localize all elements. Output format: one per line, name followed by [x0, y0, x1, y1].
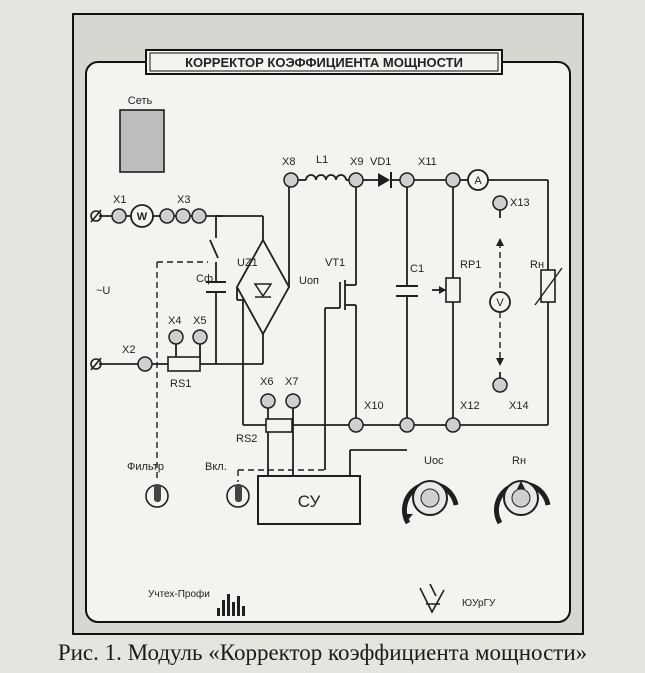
terminal-x11b	[445, 172, 461, 188]
terminal-x4	[168, 329, 184, 345]
rs2-resistor	[265, 418, 293, 433]
figure-caption: Рис. 1. Модуль «Корректор коэффициента м…	[57, 640, 588, 665]
terminal-x3-a	[175, 208, 191, 224]
svg-text:Uоп: Uоп	[299, 275, 319, 287]
terminal-x13	[492, 195, 508, 211]
svg-text:RS1: RS1	[170, 378, 191, 390]
brand-left-label: Учтех-Профи	[148, 588, 210, 600]
cf-capacitor	[206, 281, 226, 293]
svg-text:Uос: Uос	[424, 455, 444, 467]
panel-title: КОРРЕКТОР КОЭФФИЦИЕНТА МОЩНОСТИ	[185, 55, 463, 70]
svg-text:V: V	[496, 297, 504, 309]
rn-knob[interactable]	[494, 480, 551, 525]
rp1-resistor	[445, 277, 461, 303]
svg-text:RS2: RS2	[236, 433, 257, 445]
svg-text:X13: X13	[510, 197, 530, 209]
terminal-sockets[interactable]	[111, 172, 508, 433]
net-label: Сеть	[128, 95, 153, 107]
terminal-x1-b	[159, 208, 175, 224]
cf-switch	[209, 215, 222, 259]
svg-text:VT1: VT1	[325, 257, 345, 269]
uos-knob[interactable]	[402, 480, 459, 525]
terminal-x7	[285, 393, 301, 409]
svg-text:X5: X5	[193, 315, 206, 327]
terminal-x12b	[445, 417, 461, 433]
control-unit-block	[257, 475, 361, 525]
svg-text:RP1: RP1	[460, 259, 481, 271]
terminal-x8	[283, 172, 299, 188]
ac-input-terminals	[90, 209, 102, 371]
university-logo	[419, 583, 445, 614]
power-toggle[interactable]	[226, 484, 250, 508]
title-box	[145, 49, 503, 75]
circuit-panel: КОРРЕКТОР КОЭФФИЦИЕНТА МОЩНОСТИ Сеть	[72, 13, 584, 635]
net-socket	[119, 109, 165, 173]
svg-text:UZ1: UZ1	[237, 257, 258, 269]
control-links	[156, 242, 501, 482]
svg-text:Фильтр: Фильтр	[127, 461, 164, 473]
voltmeter-icon	[489, 291, 511, 313]
terminal-x12a	[399, 417, 415, 433]
terminal-x2	[137, 356, 153, 372]
terminal-x11a	[399, 172, 415, 188]
terminal-x10	[348, 417, 364, 433]
svg-text:~U: ~U	[96, 285, 110, 297]
svg-text:Rн: Rн	[530, 259, 544, 271]
svg-text:X14: X14	[509, 400, 529, 412]
svg-text:Rн: Rн	[512, 455, 526, 467]
svg-text:X3: X3	[177, 194, 190, 206]
brand-right-label: ЮУрГУ	[462, 598, 496, 609]
terminal-x5	[192, 329, 208, 345]
svg-text:L1: L1	[316, 154, 328, 166]
svg-text:Вкл.: Вкл.	[205, 461, 227, 473]
terminal-x3-b	[191, 208, 207, 224]
svg-text:C1: C1	[410, 263, 424, 275]
svg-text:A: A	[474, 175, 482, 187]
ammeter-icon	[467, 169, 489, 191]
wattmeter-icon	[130, 204, 154, 228]
terminal-x9	[348, 172, 364, 188]
svg-text:W: W	[137, 211, 148, 223]
svg-text:X6: X6	[260, 376, 273, 388]
svg-text:X9: X9	[350, 156, 363, 168]
filter-toggle[interactable]	[145, 484, 169, 508]
brand-bars-logo	[217, 594, 245, 616]
svg-text:X7: X7	[285, 376, 298, 388]
terminal-x14	[492, 377, 508, 393]
svg-text:Cф: Cф	[196, 273, 213, 285]
svg-text:X11: X11	[418, 156, 437, 168]
svg-text:X10: X10	[364, 400, 384, 412]
svg-text:VD1: VD1	[370, 156, 391, 168]
svg-text:X8: X8	[282, 156, 295, 168]
vd1-diode	[378, 173, 390, 187]
terminal-x1-a	[111, 208, 127, 224]
control-unit-label: СУ	[298, 492, 321, 511]
svg-text:X12: X12	[460, 400, 480, 412]
terminal-x6	[260, 393, 276, 409]
svg-text:X2: X2	[122, 344, 135, 356]
svg-text:X1: X1	[113, 194, 126, 206]
uz1-bridge-diode	[253, 283, 273, 298]
terminal-labels: X1 X3 X2 X4 X5 X6 X7 X8 X9 X11 X13 X10 X…	[96, 154, 544, 473]
rs1-resistor	[167, 356, 201, 372]
svg-text:X4: X4	[168, 315, 181, 327]
c1-capacitor	[396, 285, 418, 297]
